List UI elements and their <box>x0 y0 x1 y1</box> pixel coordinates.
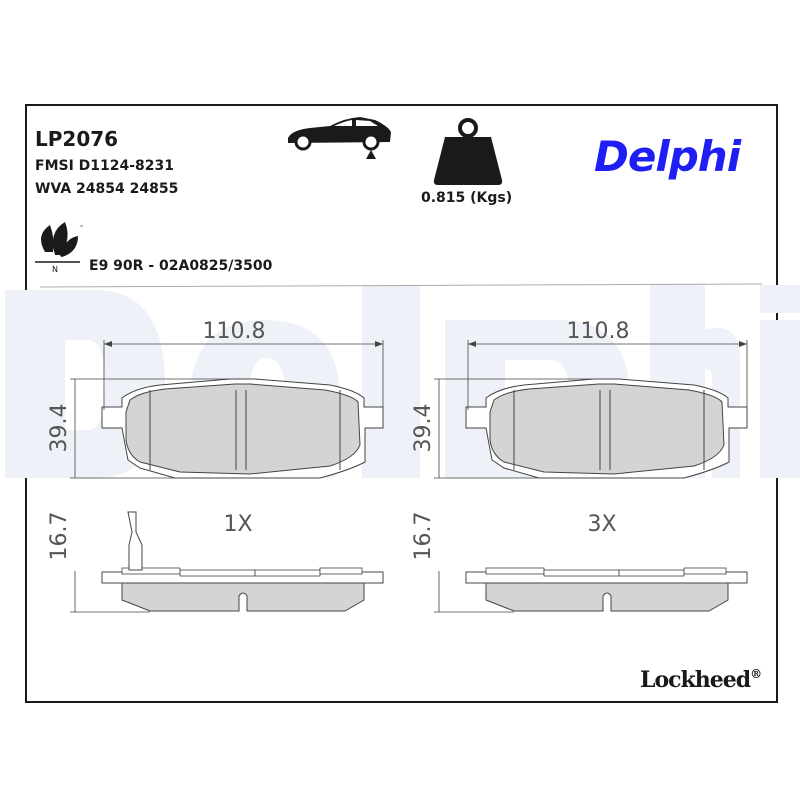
lockheed-name: Lockheed <box>640 667 751 693</box>
shim-segment <box>485 567 545 575</box>
watermark-letter-i <box>760 320 800 478</box>
height-dimension: 39.4 <box>47 404 72 453</box>
fmsi-code: FMSI D1124-8231 <box>35 158 175 174</box>
wva-codes: WVA 24854 24855 <box>35 181 179 197</box>
watermark-letter-l <box>362 285 420 478</box>
pad-drawing-1: 110.8 39.4 16.7 1X <box>47 319 384 613</box>
weight-icon <box>433 118 503 185</box>
shim-segment <box>543 569 620 577</box>
certification: E9 90R - 02A0825/3500 <box>89 258 273 274</box>
arrow <box>468 341 476 347</box>
friction-material-top <box>489 383 725 475</box>
lockheed-logo: Lockheed® <box>640 667 762 693</box>
thickness-dimension: 16.7 <box>47 512 72 561</box>
car-rear-axle-icon <box>288 117 391 159</box>
watermark-letter-i-dot <box>760 285 800 313</box>
shim-segment <box>254 569 321 577</box>
quantity-label: 3X <box>587 512 616 537</box>
shim-segment <box>179 569 256 577</box>
friction-material-side <box>485 582 729 612</box>
pad-drawing-2: 110.8 39.4 16.7 3X <box>411 319 748 613</box>
friction-material-top <box>125 383 361 475</box>
shim-segment <box>683 567 727 575</box>
weight-value: 0.815 (Kgs) <box>421 190 513 206</box>
arrow <box>375 341 383 347</box>
quantity-label: 1X <box>223 512 252 537</box>
wear-sensor <box>127 511 143 571</box>
arrow <box>104 341 112 347</box>
eco-label-letter: N <box>52 265 58 274</box>
shim-segment <box>319 567 363 575</box>
eco-label-tm: ™ <box>79 225 84 231</box>
width-dimension: 110.8 <box>203 319 266 344</box>
shim-segment <box>618 569 685 577</box>
height-dimension: 39.4 <box>411 404 436 453</box>
thickness-dimension: 16.7 <box>411 512 436 561</box>
divider <box>39 283 763 288</box>
part-number: LP2076 <box>35 127 119 151</box>
eco-leaf-icon: N ™ <box>35 222 84 274</box>
width-dimension: 110.8 <box>567 319 630 344</box>
arrow <box>739 341 747 347</box>
lockheed-reg: ® <box>750 667 762 681</box>
delphi-logo: Delphi <box>594 132 741 181</box>
friction-material-side <box>121 582 365 612</box>
